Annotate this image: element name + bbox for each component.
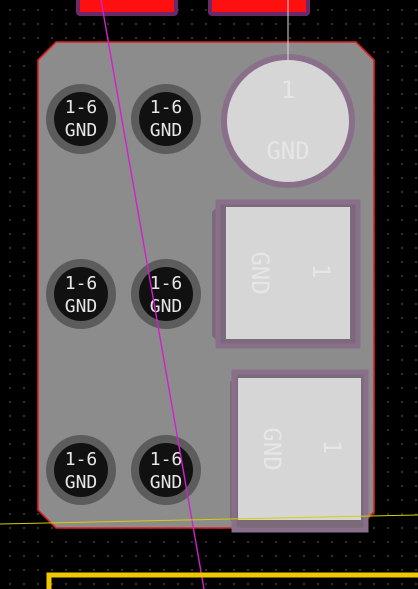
smd-pad-net: GND <box>258 427 286 470</box>
via-layers-label: 1-6 <box>65 449 98 470</box>
round-pad-net: GND <box>266 137 309 165</box>
via-net-label: GND <box>65 472 98 493</box>
via-3[interactable]: 1-6 GND <box>131 259 201 329</box>
smd-pad-net: GND <box>246 251 274 294</box>
smd-pad-1[interactable]: GND 1 <box>230 369 369 533</box>
via-net-label: GND <box>65 120 98 141</box>
top-pad-right[interactable] <box>208 0 310 16</box>
via-layers-label: 1-6 <box>65 97 98 118</box>
via-5[interactable]: 1-6 GND <box>131 435 201 505</box>
board-edge-outline[interactable] <box>46 572 418 589</box>
via-net-label: GND <box>150 296 183 317</box>
magenta-track-line[interactable] <box>100 0 205 589</box>
round-pad[interactable]: 1 GND <box>221 54 355 188</box>
via-net-label: GND <box>150 472 183 493</box>
via-layers-label: 1-6 <box>150 273 183 294</box>
via-4[interactable]: 1-6 GND <box>46 435 116 505</box>
smd-pad-0[interactable]: GND 1 <box>212 199 361 349</box>
via-0[interactable]: 1-6 GND <box>46 84 116 154</box>
via-layers-label: 1-6 <box>150 97 183 118</box>
round-pad-number: 1 <box>281 76 295 104</box>
smd-pad-number: 1 <box>307 264 335 278</box>
via-layers-label: 1-6 <box>150 449 183 470</box>
via-net-label: GND <box>150 120 183 141</box>
smd-pad-number: 1 <box>318 440 346 454</box>
top-pad-left[interactable] <box>76 0 178 16</box>
yellow-guide-line[interactable] <box>0 514 418 525</box>
via-net-label: GND <box>65 296 98 317</box>
via-layers-label: 1-6 <box>65 273 98 294</box>
via-2[interactable]: 1-6 GND <box>46 259 116 329</box>
via-1[interactable]: 1-6 GND <box>131 84 201 154</box>
